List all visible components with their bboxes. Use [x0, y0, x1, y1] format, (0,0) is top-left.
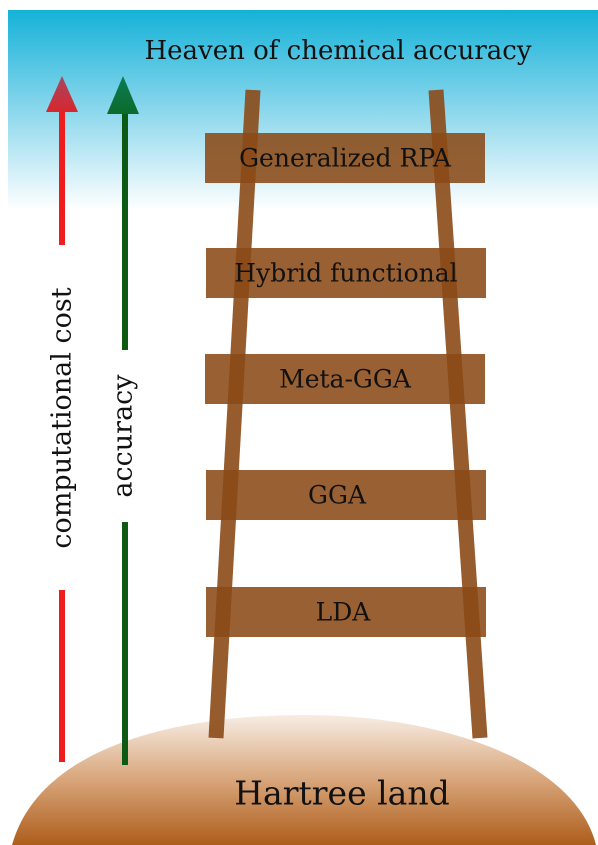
- accuracy-arrow: [107, 76, 139, 765]
- ladder-rung: GGA: [206, 470, 486, 520]
- rung-label: Generalized RPA: [239, 144, 452, 173]
- rung-label: Hybrid functional: [234, 259, 457, 288]
- ground-mound: [12, 715, 596, 845]
- ladder-rung: LDA: [206, 587, 486, 637]
- cost-arrow: [46, 76, 78, 762]
- cost-arrowhead-icon: [46, 76, 78, 112]
- cost-arrow-label: computational cost: [47, 287, 78, 548]
- page-title: Heaven of chemical accuracy: [144, 36, 531, 66]
- rung-label: LDA: [316, 598, 372, 627]
- rung-label: Meta-GGA: [279, 365, 412, 394]
- ladder-rung: Meta-GGA: [205, 354, 485, 404]
- accuracy-arrow-label: accuracy: [108, 374, 139, 498]
- ladder-rung: Hybrid functional: [206, 248, 486, 298]
- ground-label: Hartree land: [234, 774, 449, 813]
- rung-label: GGA: [308, 481, 367, 510]
- accuracy-arrowhead-icon: [107, 76, 139, 114]
- ladder-rung: Generalized RPA: [205, 133, 485, 183]
